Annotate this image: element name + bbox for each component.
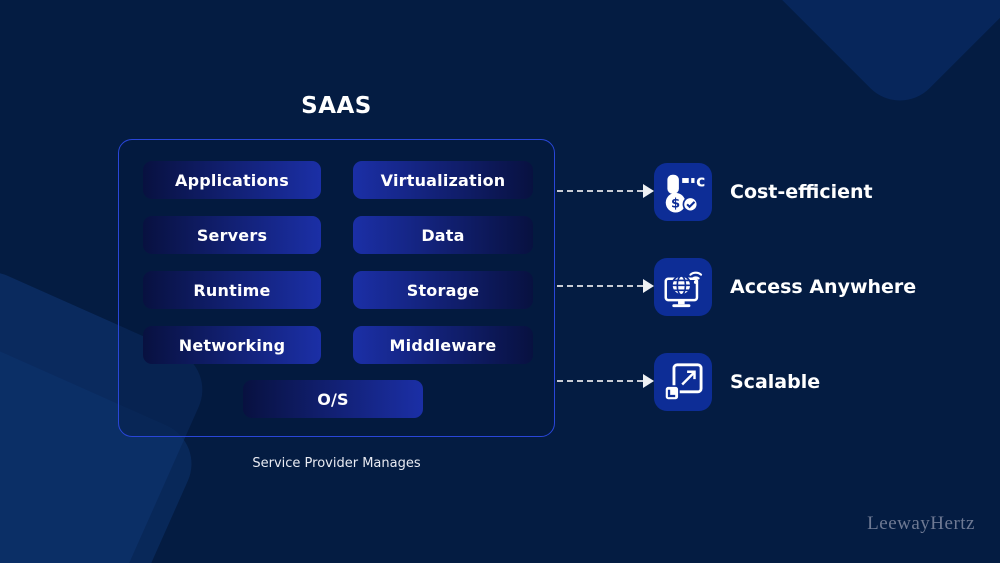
stack-item-servers: Servers bbox=[143, 216, 321, 254]
connector-arrow-scalable bbox=[557, 374, 654, 388]
cost-efficient-icon: c $ bbox=[654, 163, 712, 221]
benefit-cost-efficient: c $ Cost-efficient bbox=[654, 163, 873, 221]
diagram-title: SAAS bbox=[301, 93, 372, 119]
scalable-icon bbox=[654, 353, 712, 411]
stack-item-applications: Applications bbox=[143, 161, 321, 199]
benefit-access-anywhere: Access Anywhere bbox=[654, 258, 916, 316]
access-anywhere-icon bbox=[654, 258, 712, 316]
background-diamond-top-right bbox=[617, 0, 1000, 118]
benefit-label: Cost-efficient bbox=[730, 181, 873, 203]
stack-item-virtualization: Virtualization bbox=[353, 161, 533, 199]
benefit-scalable: Scalable bbox=[654, 353, 820, 411]
saas-stack-box: Applications Servers Runtime Networking … bbox=[118, 139, 555, 437]
connector-arrow-access-anywhere bbox=[557, 279, 654, 293]
connector-arrow-cost-efficient bbox=[557, 184, 654, 198]
watermark: LeewayHertz bbox=[867, 513, 975, 534]
stack-item-storage: Storage bbox=[353, 271, 533, 309]
stack-item-runtime: Runtime bbox=[143, 271, 321, 309]
svg-text:$: $ bbox=[671, 197, 680, 212]
svg-text:c: c bbox=[696, 172, 705, 190]
stack-caption: Service Provider Manages bbox=[252, 456, 421, 471]
stack-item-networking: Networking bbox=[143, 326, 321, 364]
stack-item-os: O/S bbox=[243, 380, 423, 418]
benefit-label: Access Anywhere bbox=[730, 276, 917, 298]
stack-item-middleware: Middleware bbox=[353, 326, 533, 364]
benefit-label: Scalable bbox=[730, 371, 821, 393]
stack-item-data: Data bbox=[353, 216, 533, 254]
